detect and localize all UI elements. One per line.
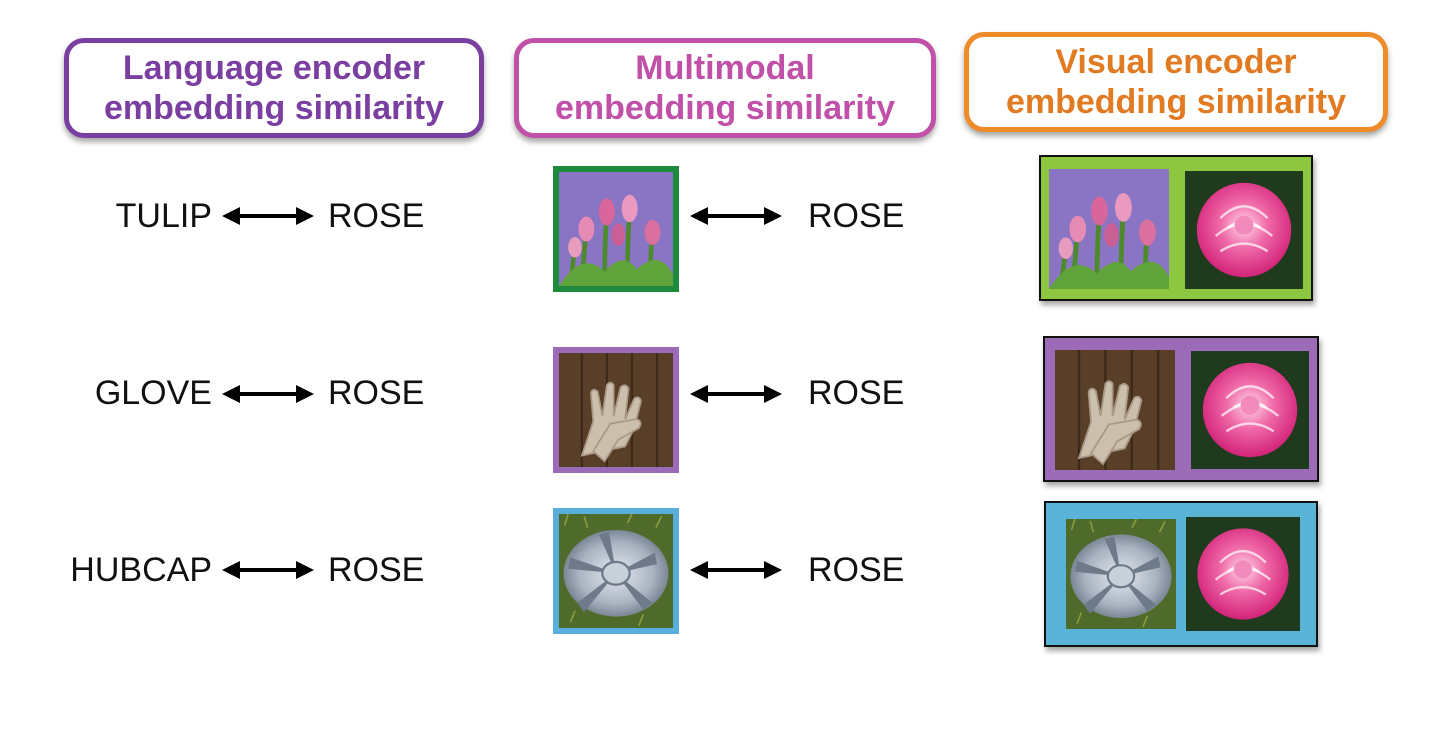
multimodal-header-line2: embedding similarity [554,89,896,127]
hubcap-image [1066,519,1176,629]
visual-header-line2: embedding similarity [1005,83,1347,121]
glove-image [553,347,679,473]
visual-encoder-header: Visual encoder embedding similarity [964,32,1388,132]
rose-image [1186,517,1300,631]
double-arrow-icon [222,207,314,225]
word-rose: ROSE [808,197,905,235]
language-header-line1: Language encoder [122,49,426,87]
word-rose: ROSE [328,551,425,589]
word-hubcap: HUBCAP [70,551,212,589]
hubcap-image [553,508,679,634]
double-arrow-icon [690,385,782,403]
hubcap-rose-pair [1044,501,1318,647]
word-rose: ROSE [328,197,425,235]
word-tulip: TULIP [115,197,212,235]
double-arrow-icon [690,207,782,225]
multimodal-header: Multimodal embedding similarity [514,38,936,138]
language-encoder-header: Language encoder embedding similarity [64,38,484,138]
double-arrow-icon [222,385,314,403]
tulip-rose-pair [1039,155,1313,301]
word-rose: ROSE [808,551,905,589]
tulip-image [553,166,679,292]
word-glove: GLOVE [94,374,212,412]
visual-header-line1: Visual encoder [1055,43,1297,81]
glove-image [1055,349,1175,471]
rose-image [1191,349,1309,471]
glove-rose-pair [1043,336,1319,482]
double-arrow-icon [690,561,782,579]
word-rose: ROSE [328,374,425,412]
language-header-line2: embedding similarity [103,89,445,127]
rose-image [1185,171,1303,289]
multimodal-header-line1: Multimodal [635,49,815,87]
double-arrow-icon [222,561,314,579]
tulip-image [1049,169,1169,289]
word-rose: ROSE [808,374,905,412]
